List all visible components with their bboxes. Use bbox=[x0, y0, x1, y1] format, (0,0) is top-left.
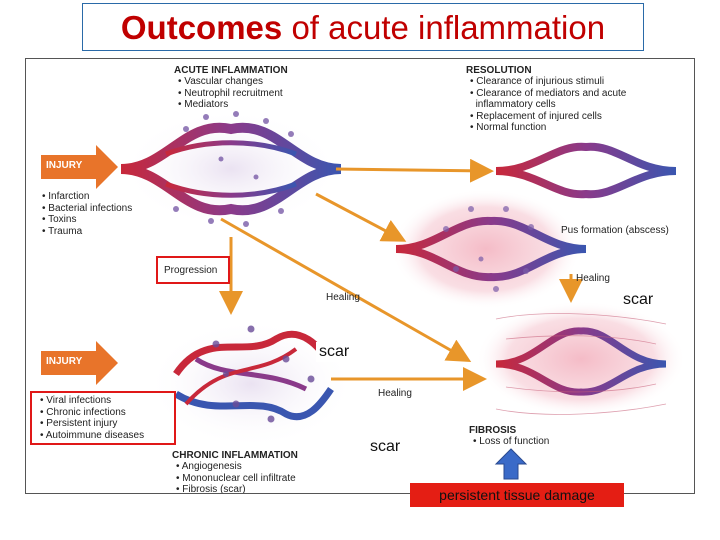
acute-inflammation-illustration bbox=[120, 109, 342, 229]
chronic-inflammation-illustration bbox=[146, 319, 356, 449]
cause-item: Chronic infections bbox=[40, 407, 144, 419]
title-rest: of acute inflammation bbox=[291, 9, 606, 46]
acute-item: Neutrophil recruitment bbox=[178, 88, 282, 100]
resolution-item: • Normal function bbox=[470, 122, 547, 133]
causes-highlight bbox=[30, 391, 176, 445]
resolution-item: inflammatory cells bbox=[475, 99, 556, 110]
pus-label: Pus formation (abscess) bbox=[561, 225, 669, 236]
flow-arrows bbox=[219, 158, 583, 391]
resolution-list: • Clearance of injurious stimuli • Clear… bbox=[470, 76, 626, 134]
up-arrow-icon bbox=[494, 448, 528, 480]
page-title: Outcomes of acute inflammation bbox=[83, 4, 643, 52]
scar-annotation-3: scar bbox=[367, 437, 404, 457]
acute-item: Mediators bbox=[178, 99, 283, 111]
cause-item: Toxins bbox=[42, 214, 132, 226]
chronic-item: Mononuclear cell infiltrate bbox=[176, 473, 295, 485]
resolution-item: • Clearance of injurious stimuli bbox=[470, 76, 605, 87]
title-box: Outcomes of acute inflammation bbox=[82, 3, 644, 51]
resolution-heading: RESOLUTION bbox=[466, 65, 532, 76]
diagram-artwork bbox=[41, 109, 686, 480]
resolution-item: • Replacement of injured cells bbox=[470, 110, 602, 122]
injury-bottom-label: INJURY bbox=[46, 356, 83, 367]
abscess-illustration bbox=[391, 189, 587, 309]
resolution-item: • Clearance of mediators and acute bbox=[470, 87, 627, 99]
acute-item: Vascular changes bbox=[178, 76, 283, 88]
fibrosis-list: Loss of function bbox=[473, 436, 549, 448]
fibrosis-illustration bbox=[476, 301, 686, 417]
acute-list: Vascular changes Neutrophil recruitment … bbox=[178, 76, 283, 111]
fibrosis-heading: FIBROSIS bbox=[469, 425, 517, 436]
cause-item: Viral infections bbox=[40, 395, 144, 407]
chronic-item: Fibrosis (scar) bbox=[176, 484, 296, 493]
chronic-heading: CHRONIC INFLAMMATION bbox=[172, 450, 298, 461]
injury-arrow-top bbox=[41, 145, 118, 189]
cause-item: Persistent injury bbox=[40, 418, 144, 430]
fibrosis-item: Loss of function bbox=[473, 436, 549, 448]
cause-item: Autoimmune diseases bbox=[40, 430, 144, 442]
scar-annotation-2: scar bbox=[316, 342, 353, 362]
injury-top-causes: Infarction Bacterial infections Toxins T… bbox=[42, 191, 132, 237]
persistent-tissue-damage-label: persistent tissue damage bbox=[410, 483, 624, 507]
healing-label-2: Healing bbox=[326, 292, 360, 303]
scar-annotation-1: scar bbox=[620, 290, 657, 310]
title-emphasis: Outcomes bbox=[120, 9, 283, 46]
injury-bottom-causes: Viral infections Chronic infections Pers… bbox=[40, 395, 144, 441]
healing-label-3: Healing bbox=[378, 388, 412, 399]
chronic-list: Angiogenesis Mononuclear cell infiltrate… bbox=[176, 461, 296, 493]
progression-label: Progression bbox=[164, 265, 218, 276]
progression-highlight bbox=[156, 256, 230, 284]
healing-label-1: Healing bbox=[576, 273, 610, 284]
chronic-item: Angiogenesis bbox=[176, 461, 296, 473]
cause-item: Trauma bbox=[42, 226, 132, 238]
resolution-illustration bbox=[495, 142, 677, 199]
injury-arrow-bottom bbox=[41, 341, 118, 385]
diagram-panel: ACUTE INFLAMMATION Vascular changes Neut… bbox=[25, 58, 695, 494]
cause-item: Infarction bbox=[42, 191, 132, 203]
injury-top-label: INJURY bbox=[46, 160, 83, 171]
cause-item: Bacterial infections bbox=[42, 203, 132, 215]
acute-heading: ACUTE INFLAMMATION bbox=[174, 65, 288, 76]
